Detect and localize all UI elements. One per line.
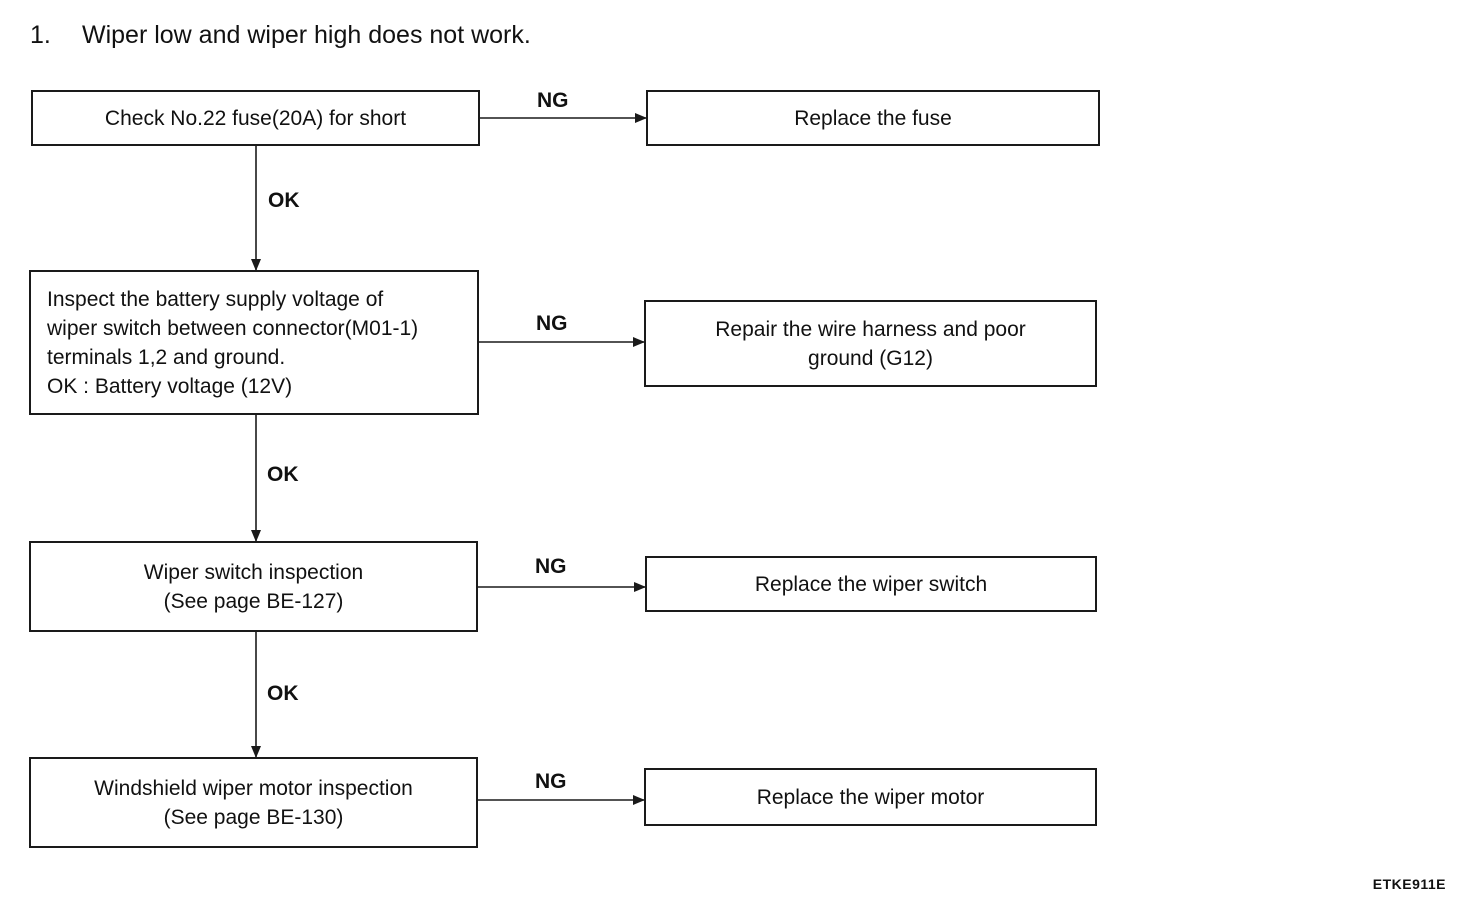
check-box-text: Windshield wiper motor inspection (See p… <box>94 776 413 829</box>
action-box-repair-harness: Repair the wire harness and poor ground … <box>644 300 1097 387</box>
action-box-text: Replace the wiper motor <box>756 785 985 809</box>
check-box-wiper-motor: Windshield wiper motor inspection (See p… <box>29 757 478 848</box>
check-box-text: Inspect the battery supply voltage of wi… <box>47 287 419 398</box>
ng-label-2: NG <box>536 312 568 335</box>
ng-label-4: NG <box>535 770 567 793</box>
check-box-text: Check No.22 fuse(20A) for short <box>104 106 407 130</box>
ok-label-3: OK <box>267 682 299 705</box>
action-box-replace-motor: Replace the wiper motor <box>644 768 1097 826</box>
ng-label-1: NG <box>537 89 569 112</box>
action-box-replace-fuse: Replace the fuse <box>646 90 1100 146</box>
heading-number: 1. <box>30 21 51 49</box>
heading-text: Wiper low and wiper high does not work. <box>82 21 531 49</box>
check-box-battery-voltage: Inspect the battery supply voltage of wi… <box>29 270 479 415</box>
check-box-wiper-switch: Wiper switch inspection (See page BE-127… <box>29 541 478 632</box>
action-box-text: Replace the fuse <box>794 106 952 130</box>
action-box-replace-switch: Replace the wiper switch <box>645 556 1097 612</box>
ok-label-2: OK <box>267 463 299 486</box>
ng-label-3: NG <box>535 555 567 578</box>
check-box-text: Wiper switch inspection (See page BE-127… <box>143 560 364 613</box>
action-box-text: Replace the wiper switch <box>754 572 988 596</box>
action-box-text: Repair the wire harness and poor ground … <box>715 317 1026 370</box>
figure-code: ETKE911E <box>1372 876 1446 892</box>
ok-label-1: OK <box>268 189 300 212</box>
page-title: 1. Wiper low and wiper high does not work… <box>30 18 531 52</box>
check-box-fuse: Check No.22 fuse(20A) for short <box>31 90 480 146</box>
